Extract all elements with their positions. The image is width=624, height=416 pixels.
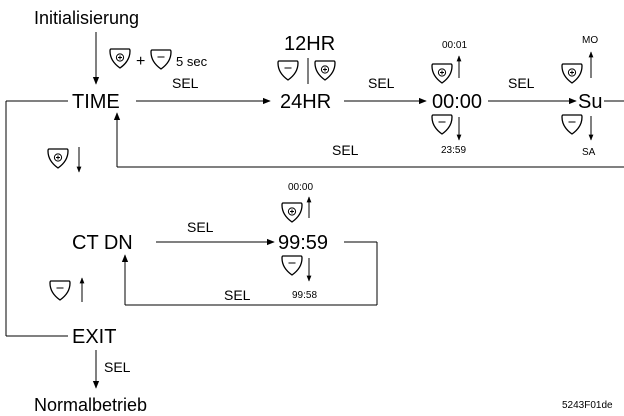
minus-button-icon bbox=[277, 60, 299, 81]
day-down-value: SA bbox=[582, 147, 596, 158]
plus-button-icon bbox=[281, 202, 303, 223]
clock-node: 00:00 bbox=[432, 91, 482, 113]
sel-clock-to-day: SEL bbox=[508, 75, 535, 91]
ctdn-up-value: 00:00 bbox=[288, 182, 313, 193]
sel-time-to-24hr: SEL bbox=[172, 75, 199, 91]
ctdn-node: CT DN bbox=[72, 232, 133, 254]
plus-button-icon bbox=[561, 63, 583, 84]
plus-button-icon bbox=[431, 63, 453, 84]
init-label: Initialisierung bbox=[34, 8, 139, 28]
ctdn-value-node: 99:59 bbox=[278, 232, 328, 254]
ctdn-down-value: 99:58 bbox=[292, 290, 317, 301]
minus-button-icon bbox=[281, 255, 303, 276]
sel-24hr-to-clock: SEL bbox=[368, 75, 395, 91]
plus-button-icon bbox=[109, 48, 131, 69]
normal-label: Normalbetrieb bbox=[34, 395, 147, 415]
minus-button-icon bbox=[561, 114, 583, 135]
minus-button-icon bbox=[431, 114, 453, 135]
minus-button-icon bbox=[49, 280, 71, 301]
day-node: Su bbox=[578, 91, 602, 113]
plus-sign: + bbox=[136, 53, 145, 70]
plus-button-icon bbox=[47, 148, 69, 169]
sel-ctdn-to-value: SEL bbox=[187, 219, 214, 235]
sel-exit-to-normal: SEL bbox=[104, 359, 131, 375]
hr24-node: 24HR bbox=[280, 91, 331, 113]
five-sec-label: 5 sec bbox=[176, 54, 208, 69]
exit-node: EXIT bbox=[72, 326, 116, 348]
time-node: TIME bbox=[72, 91, 120, 113]
day-up-value: MO bbox=[582, 35, 598, 46]
hr12-node: 12HR bbox=[284, 33, 335, 55]
sel-ctdn-return: SEL bbox=[224, 287, 251, 303]
sel-return-to-time: SEL bbox=[332, 142, 359, 158]
figure-id: 5243F01de bbox=[562, 400, 613, 411]
minus-button-icon bbox=[150, 49, 172, 70]
clock-down-value: 23:59 bbox=[441, 145, 466, 156]
plus-button-icon bbox=[314, 60, 336, 81]
clock-up-value: 00:01 bbox=[442, 40, 467, 51]
